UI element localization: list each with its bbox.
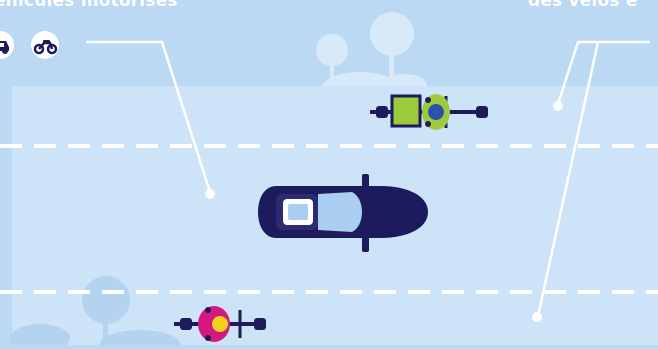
leader-dot-right-bottom xyxy=(532,312,542,322)
leader-dot-left xyxy=(205,189,215,199)
motorcycle-icon xyxy=(31,31,59,59)
bikes-label: des vélos e xyxy=(528,0,638,11)
leader-dot-right-top xyxy=(553,101,563,111)
motorcycle-badge xyxy=(31,31,59,59)
motor-vehicles-label: éhicules motorisés xyxy=(0,0,178,11)
car-badge xyxy=(0,31,14,59)
car-icon xyxy=(0,31,14,59)
